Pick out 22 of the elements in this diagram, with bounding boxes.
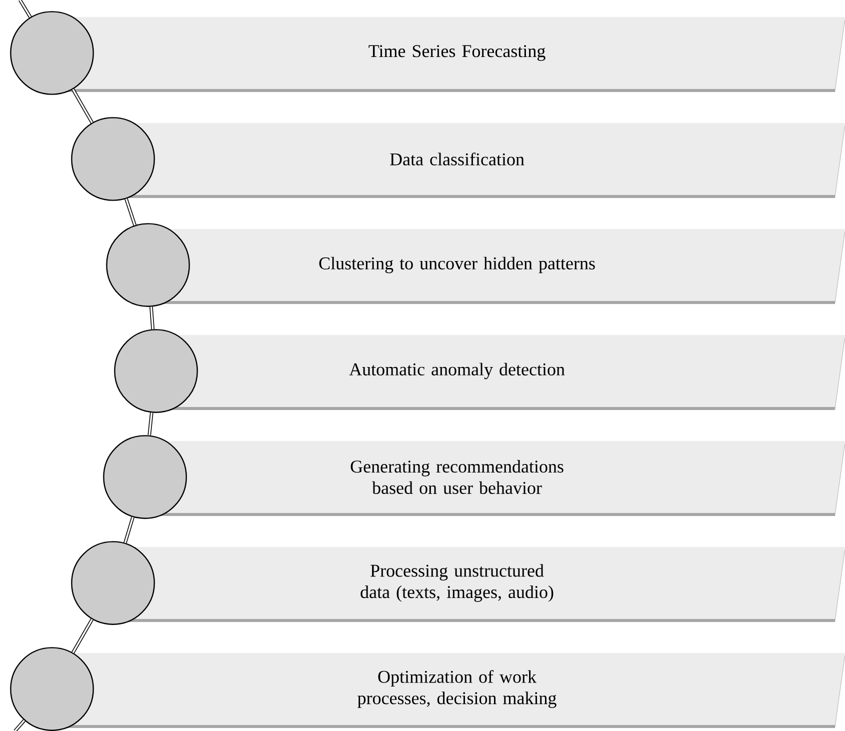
connector-line xyxy=(124,198,136,226)
connector-line xyxy=(18,0,32,18)
circle xyxy=(114,329,198,413)
band: Automatic anomaly detection xyxy=(156,335,845,410)
connector-line xyxy=(150,306,155,330)
connector-line xyxy=(71,618,94,654)
circle xyxy=(106,223,190,307)
connector-line xyxy=(14,719,26,731)
circle xyxy=(71,541,155,625)
connector-line xyxy=(71,88,94,124)
circle xyxy=(103,435,187,519)
circle xyxy=(10,647,94,731)
connector-line xyxy=(124,516,134,544)
band: Processing unstructured data (texts, images, audio) xyxy=(113,547,845,622)
connector-line xyxy=(148,412,154,436)
circle xyxy=(71,117,155,201)
band: Generating recommendations based on user behavior xyxy=(145,441,845,516)
band: Time Series Forecasting xyxy=(52,17,845,92)
band: Clustering to uncover hidden patterns xyxy=(148,229,845,304)
band: Data classification xyxy=(113,123,845,198)
band: Optimization of work processes, decision making xyxy=(52,653,845,728)
circle xyxy=(10,11,94,95)
